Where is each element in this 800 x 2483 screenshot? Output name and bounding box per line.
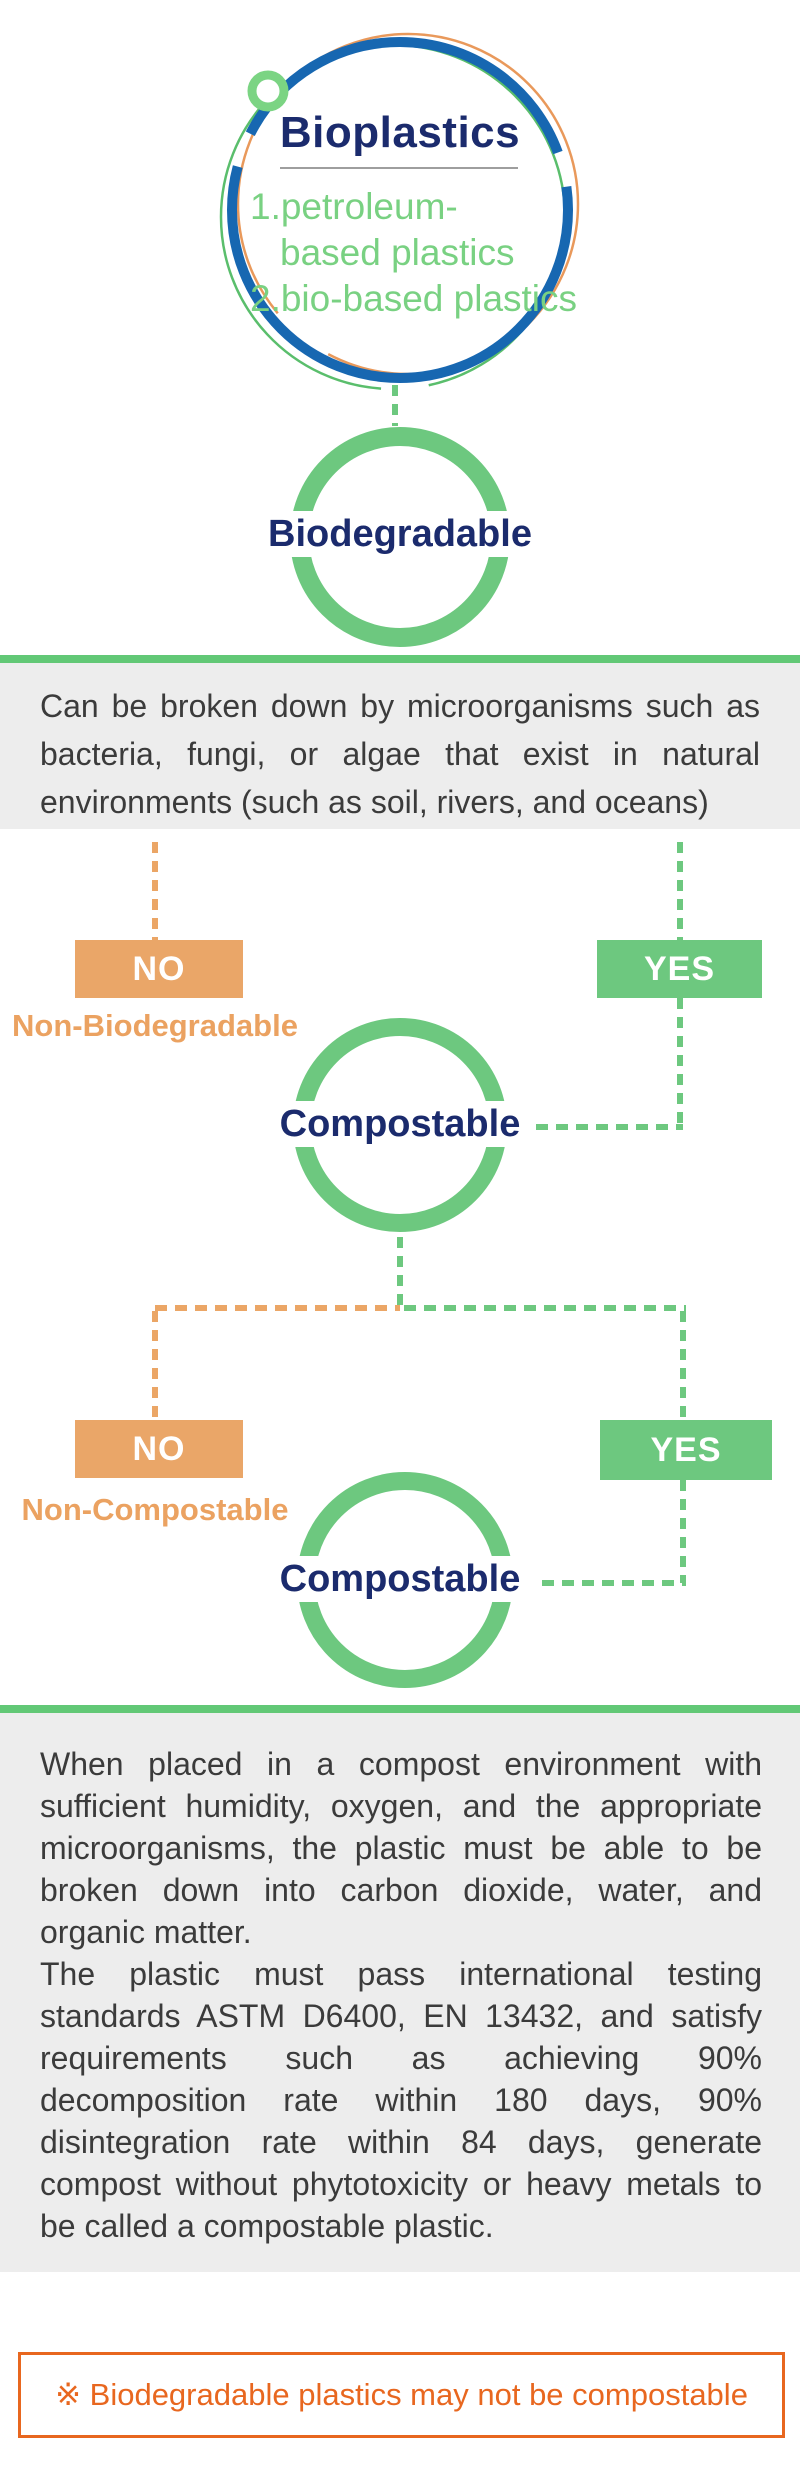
connector-no-1 (152, 842, 158, 940)
connector-yes-2-top (680, 1311, 686, 1420)
no-box-2: NO (75, 1420, 243, 1478)
yes-box-2: YES (600, 1420, 772, 1480)
bioplastics-type-1: 1.petroleum-based plastics (250, 186, 515, 273)
biodegradable-definition-box: Can be broken down by microorganisms suc… (0, 663, 800, 829)
connector-no-2 (152, 1311, 158, 1420)
non-biodegradable-label: Non-Biodegradable (12, 1008, 298, 1043)
connector-venn-biodegradable (392, 385, 398, 426)
venn-accent-ring (247, 70, 289, 112)
footnote-box: ※ Biodegradable plastics may not be comp… (18, 2352, 785, 2438)
compostable-definition-paragraph-2: The plastic must pass international test… (40, 1956, 762, 2244)
biodegradable-definition-text: Can be broken down by microorganisms suc… (40, 688, 760, 820)
connector-yes-1-top (677, 842, 683, 940)
connector-compostable-2-yes (542, 1580, 686, 1586)
page-title: Bioplastics (279, 108, 521, 157)
split-right-green (404, 1305, 686, 1311)
non-compostable-label: Non-Compostable (21, 1492, 289, 1527)
no-box-1: NO (75, 940, 243, 998)
compostable-definition-box: When placed in a compost environment wit… (0, 1713, 800, 2272)
title-underline (280, 167, 518, 169)
compostable-label-2: Compostable (271, 1556, 529, 1602)
bioplastics-venn-rings (219, 32, 580, 391)
connector-yes-2-bottom (680, 1480, 686, 1583)
split-left-orange (155, 1305, 400, 1311)
blue-ring (227, 37, 573, 383)
bioplastics-type-2: 2.bio-based plastics (250, 278, 578, 319)
separator-line-2 (0, 1705, 800, 1713)
connector-compostable-1-down (397, 1237, 403, 1308)
biodegradable-label: Biodegradable (260, 511, 540, 557)
compostable-definition-paragraph-1: When placed in a compost environment wit… (40, 1746, 762, 1950)
footnote-text: ※ Biodegradable plastics may not be comp… (55, 2377, 748, 2412)
compostable-node-2: Compostable (0, 1556, 800, 1602)
no-label-1: NO (132, 949, 186, 988)
no-label-2: NO (132, 1429, 186, 1468)
yes-label-1: YES (643, 949, 716, 988)
compostable-label-1: Compostable (271, 1101, 529, 1147)
biodegradable-node: Biodegradable (0, 511, 800, 557)
compostable-node-1: Compostable (0, 1101, 800, 1147)
connector-compostable-1-yes (536, 1124, 683, 1130)
yes-label-2: YES (650, 1430, 722, 1469)
yes-box-1: YES (597, 940, 762, 998)
connector-yes-1-bottom (677, 998, 683, 1126)
separator-line-1 (0, 655, 800, 663)
